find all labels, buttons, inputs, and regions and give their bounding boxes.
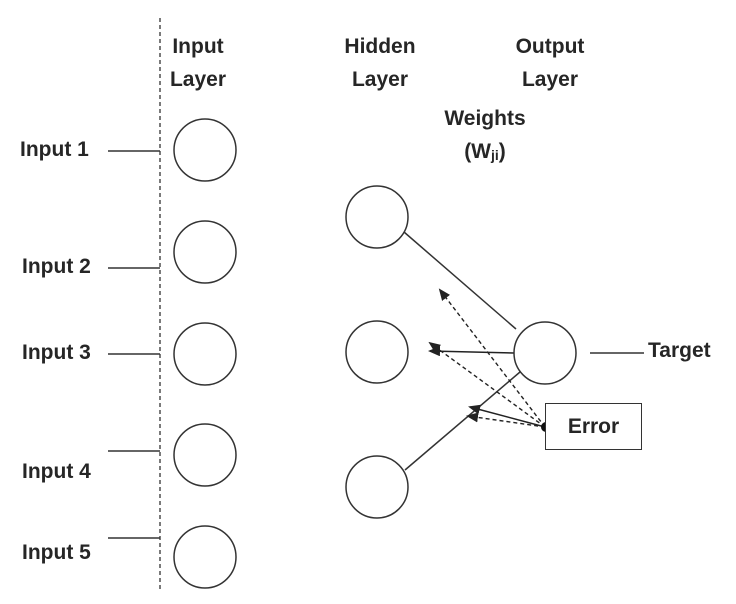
error-box: Error [545, 403, 642, 450]
input-label-5: Input 5 [22, 541, 91, 564]
input-node-3 [173, 322, 237, 386]
backprop-arrow-1 [438, 288, 546, 428]
input-node-1 [173, 118, 237, 182]
input-label-1: Input 1 [20, 138, 89, 161]
input-label-4: Input 4 [22, 460, 91, 483]
error-label: Error [567, 414, 620, 438]
input-label-2: Input 2 [22, 255, 91, 278]
target-label: Target [648, 339, 711, 362]
hidden-node-1 [345, 185, 409, 249]
backprop-arrow-3 [466, 412, 546, 428]
weights-label: Weights (Wji) [444, 107, 526, 163]
input-node-4 [173, 423, 237, 487]
output-node [513, 321, 577, 385]
connection-hidden1-output [403, 231, 517, 330]
hidden-node-3 [345, 455, 409, 519]
input-node-2 [173, 220, 237, 284]
arrow-error-to-hidden3-link [468, 404, 546, 428]
input-label-3: Input 3 [22, 341, 91, 364]
backprop-arrow-2 [428, 341, 546, 428]
connection-hidden3-output [404, 371, 521, 471]
hidden-node-2 [345, 320, 409, 384]
input-node-5 [173, 525, 237, 589]
arrow-output-to-hidden2 [428, 346, 515, 357]
